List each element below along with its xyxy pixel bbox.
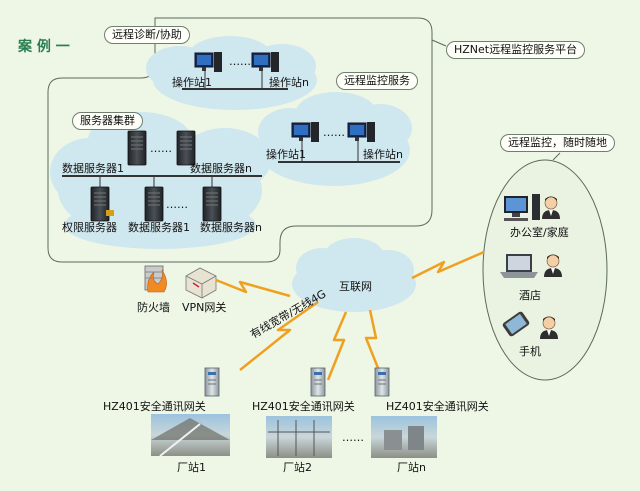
remote-diag-network — [182, 51, 288, 90]
server-dots-top: …… — [150, 142, 172, 155]
remote-monitor-network — [278, 121, 400, 163]
site-photo-n — [371, 416, 437, 458]
remote-diag-wsn-label: 操作站n — [269, 76, 309, 89]
firewall-label: 防火墙 — [137, 301, 170, 314]
office-label: 办公室/家庭 — [510, 226, 569, 239]
site-n — [371, 367, 437, 458]
remote-diag-dots: …… — [229, 55, 251, 68]
cloud-remote-monitor — [258, 92, 412, 186]
site-n-gateway-label: HZ401安全通讯网关 — [386, 400, 489, 413]
data-server-icon — [144, 186, 164, 222]
platform-label: HZNet远程监控服务平台 — [446, 41, 586, 59]
lightning-links — [215, 250, 485, 381]
data-server-n-label: 数据服务器n — [190, 162, 252, 175]
lightning-vpn-internet — [215, 278, 291, 298]
security-gateway-icon — [204, 367, 220, 397]
cloud-internet — [292, 238, 416, 312]
lightning-internet-site1 — [239, 300, 319, 371]
mobile-region — [482, 152, 608, 381]
auth-server-label: 权限服务器 — [62, 221, 117, 234]
platform-region — [47, 17, 447, 263]
security-gateway-icon — [310, 367, 326, 397]
remote-monitor-dots: …… — [323, 126, 345, 139]
case-title: 案 例 一 — [18, 39, 70, 55]
site-1-gateway-label: HZ401安全通讯网关 — [103, 400, 206, 413]
key-icon — [106, 210, 114, 216]
site-1-name-label: 厂站1 — [177, 461, 206, 474]
mobile-phone-icon — [502, 311, 530, 337]
data-server-1-label: 数据服务器1 — [62, 162, 124, 175]
site-2-name-label: 厂站2 — [283, 461, 312, 474]
security-gateway-icon — [374, 367, 390, 397]
site-2 — [266, 367, 332, 458]
remote-diag-ws1-label: 操作站1 — [172, 76, 212, 89]
server-cluster-label: 服务器集群 — [72, 112, 143, 130]
mobile-label: 远程监控，随时随地 — [500, 134, 615, 152]
data-server-1b-label: 数据服务器1 — [128, 221, 190, 234]
data-server-icon — [202, 186, 222, 222]
internet-label: 互联网 — [339, 280, 372, 293]
site-n-name-label: 厂站n — [397, 461, 426, 474]
site-2-gateway-label: HZ401安全通讯网关 — [252, 400, 355, 413]
laptop-icon — [500, 254, 538, 278]
data-server-nb-label: 数据服务器n — [200, 221, 262, 234]
phone-label: 手机 — [519, 345, 541, 358]
lightning-internet-site2 — [326, 311, 348, 381]
remote-diag-label: 远程诊断/协助 — [104, 26, 190, 44]
remote-monitor-wsn-label: 操作站n — [363, 148, 403, 161]
remote-monitor-ws1-label: 操作站1 — [266, 148, 306, 161]
site-photo-2 — [266, 416, 332, 458]
site-1 — [151, 367, 230, 457]
firewall-icon — [144, 265, 167, 293]
sites-dots: …… — [342, 431, 364, 444]
cloud-remote-diag — [146, 36, 317, 110]
desktop-computer-icon — [504, 194, 540, 221]
lightning-internet-siten — [364, 309, 384, 379]
mobile-devices — [500, 194, 563, 340]
server-cluster-network — [62, 130, 262, 222]
lightning-internet-mobile — [411, 250, 485, 280]
server-dots-bottom: …… — [166, 198, 188, 211]
hotel-label: 酒店 — [519, 289, 541, 302]
vpn-gateway-icon — [185, 267, 217, 299]
vpn-gateway-label: VPN网关 — [182, 301, 227, 314]
remote-monitor-label: 远程监控服务 — [336, 72, 418, 90]
data-server-icon — [127, 130, 147, 166]
data-server-icon — [176, 130, 196, 166]
